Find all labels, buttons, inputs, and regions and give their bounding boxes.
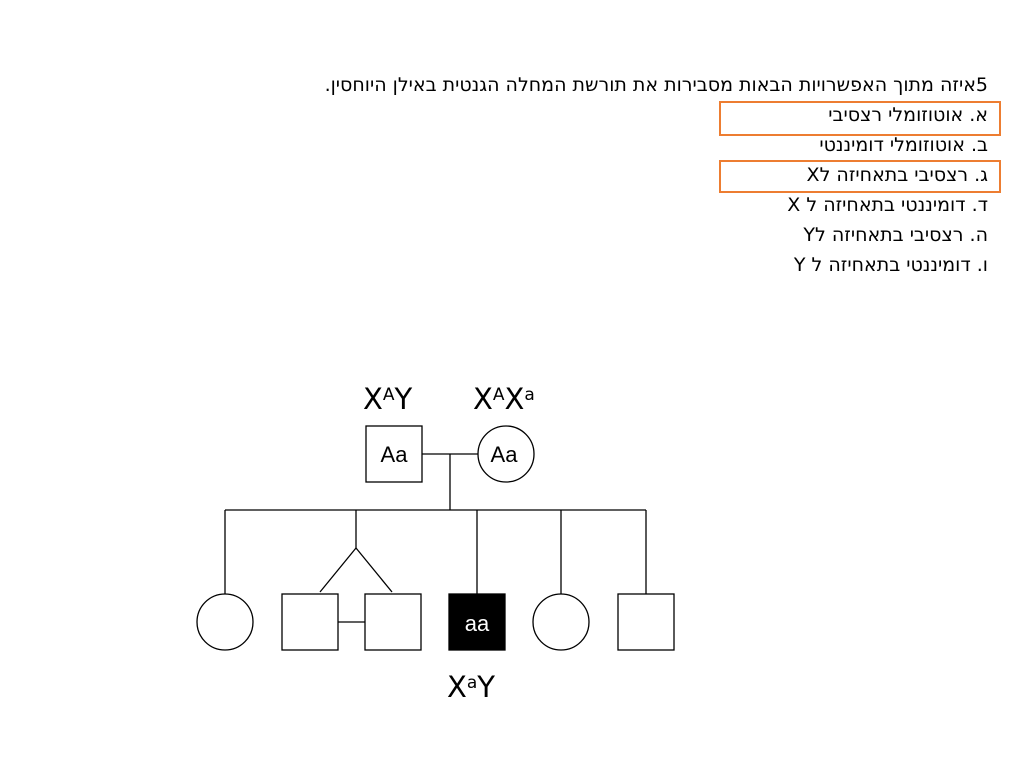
twin-son-2-square (364, 593, 422, 651)
affected-son-inner-label: aa (465, 611, 490, 636)
affected-son-genotype: XaY (447, 670, 495, 704)
question-block: 5איזה מתוך האפשרויות הבאות מסבירות את תו… (325, 70, 988, 280)
daughter-2-circle (532, 593, 590, 651)
twin-branch-right (355, 547, 393, 593)
highlight-box-option-a (719, 101, 1001, 136)
father-genotype: XAY (363, 382, 413, 416)
option-c: ג. רצסיבי בתאחיזה לX (806, 164, 988, 186)
daughter-1-circle (196, 593, 254, 651)
option-e: ה. רצסיבי בתאחיזה לY (803, 224, 988, 246)
option-a: א. אוטוזומלי רצסיבי (828, 104, 988, 126)
option-d: ד. דומיננטי בתאחיזה ל X (787, 194, 988, 216)
twin-branch-left (319, 547, 357, 593)
son-last-square (617, 593, 675, 651)
affected-son-square (448, 593, 506, 651)
option-b: ב. אוטוזומלי דומיננטי (819, 134, 988, 156)
father-square (365, 425, 423, 483)
mother-inner-label: Aa (491, 442, 519, 467)
question-title: 5איזה מתוך האפשרויות הבאות מסבירות את תו… (324, 74, 988, 96)
twin-son-1-square (281, 593, 339, 651)
highlight-box-option-c (719, 160, 1001, 193)
mother-genotype: XAXa (473, 382, 535, 416)
option-f: ו. דומיננטי בתאחיזה ל Y (793, 254, 988, 276)
father-inner-label: Aa (381, 442, 409, 467)
